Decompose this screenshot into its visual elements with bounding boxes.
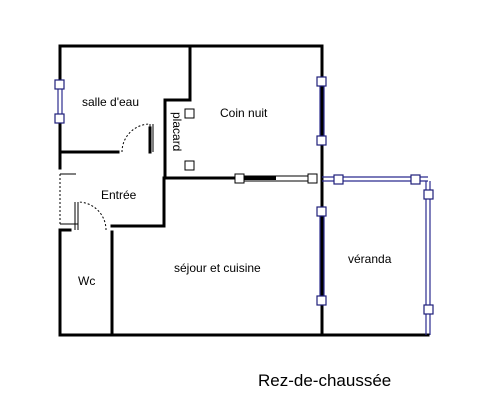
veranda-structure xyxy=(320,174,434,337)
room-label-salle-deau: salle d'eau xyxy=(82,95,139,109)
door-swings xyxy=(59,123,154,231)
plan-title: Rez-de-chaussée xyxy=(258,371,391,390)
placard-markers xyxy=(184,108,195,171)
room-label-sejour: séjour et cuisine xyxy=(174,261,261,275)
sliding-door xyxy=(234,173,318,184)
room-label-coin-nuit: Coin nuit xyxy=(220,106,268,120)
room-label-entree: Entrée xyxy=(101,188,137,202)
window-coin-nuit xyxy=(316,76,327,146)
window-sejour xyxy=(316,206,327,306)
window-salle-deau xyxy=(54,79,65,124)
room-label-veranda: véranda xyxy=(348,252,392,266)
room-label-placard: placard xyxy=(170,112,184,151)
interior-walls xyxy=(58,44,242,337)
room-label-wc: Wc xyxy=(78,274,95,288)
